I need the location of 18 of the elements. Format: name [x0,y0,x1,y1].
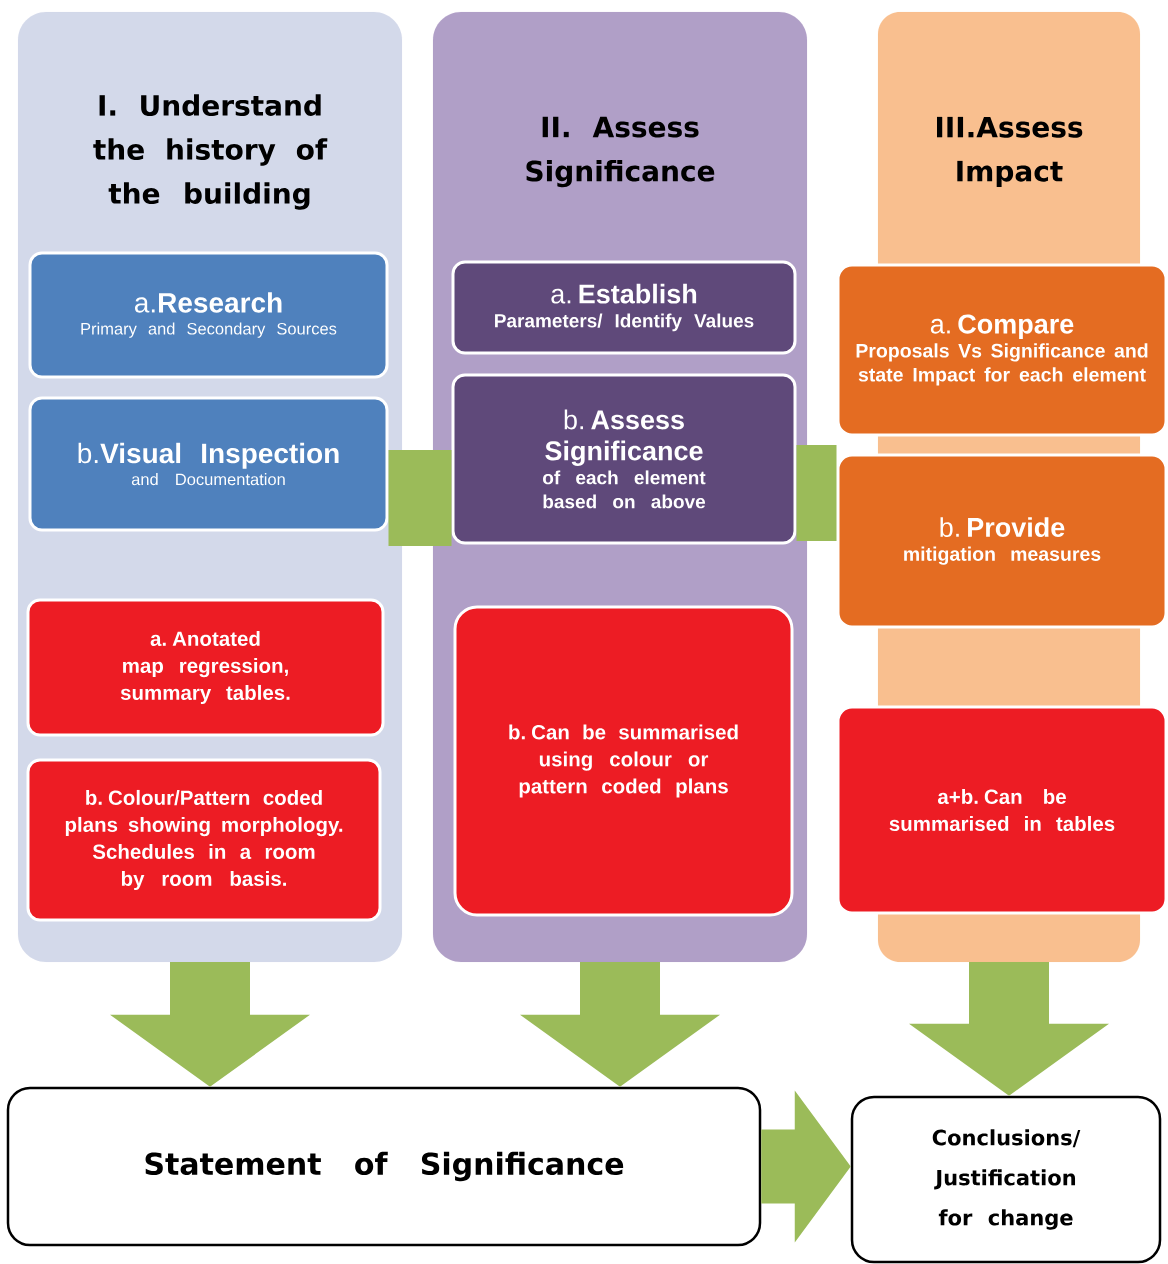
connector-band [796,445,837,541]
step-box: b.Visual Inspection and Documentation [28,396,389,532]
output-box: a+b. Can be summarised in tables [836,705,1168,915]
step-box: a. Establish Parameters/ Identify Values [451,260,797,355]
output-box: b. Can be summarised using colour or pattern coded plans [453,605,794,917]
step-box: a.Research Primary and Secondary Sources [28,251,389,379]
step-box: b. Provide mitigation measures [836,453,1168,629]
output-box: b. Colour/Pattern coded plans showing morphology. Schedules in a room by room basis. [26,758,382,922]
step-box: b. Assess Significance of each element based on above [451,373,797,545]
connector-band [388,450,452,546]
step-box: a. Compare Proposals Vs Significance and state Impact for each element [836,263,1168,437]
result-box: Conclusions/ Justification for change [850,1095,1162,1264]
block-arrow [110,962,310,1087]
block-arrow [909,962,1109,1096]
result-box: Statement of Significance [6,1086,762,1247]
block-arrow [761,1090,851,1243]
output-box: a. Anotated map regression, summary tables. [26,598,385,737]
block-arrow [520,962,720,1087]
